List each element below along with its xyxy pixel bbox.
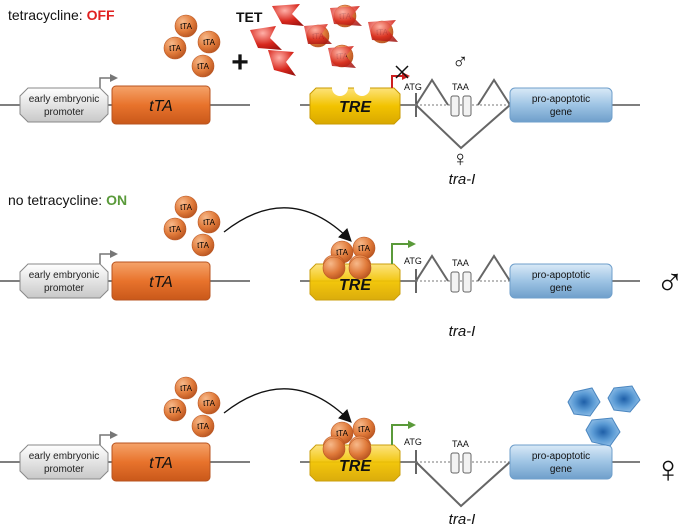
effector-gene-box xyxy=(509,87,613,123)
tet-label: TET xyxy=(236,9,263,25)
svg-text:tTA: tTA xyxy=(336,429,349,438)
svg-text:tTA: tTA xyxy=(149,274,173,291)
promoter-label-1: early embryonic xyxy=(29,94,100,105)
female-splice xyxy=(415,104,511,150)
svg-text:tTA: tTA xyxy=(180,203,193,212)
svg-text:tTA: tTA xyxy=(149,455,173,472)
pro-apoptotic-proteins xyxy=(567,385,641,447)
tta-tet-complex: tTA tTA tTA tTA xyxy=(304,4,398,68)
tta-protein-cluster: tTA tTA tTA tTA xyxy=(163,376,221,438)
svg-text:TAA: TAA xyxy=(452,258,469,268)
tta-gene-box xyxy=(111,261,211,301)
svg-text:tTA: tTA xyxy=(197,422,210,431)
svg-text:TRE: TRE xyxy=(339,277,372,294)
svg-text:early embryonic: early embryonic xyxy=(29,270,100,281)
effector-label-1: pro-apoptotic xyxy=(532,94,590,105)
panel-on-female: early embryonic promoter tTA tTA tTA tTA… xyxy=(0,376,683,528)
blocked-transcription-arrow xyxy=(391,75,404,88)
tta-protein-cluster: tTA tTA tTA tTA xyxy=(163,14,221,78)
tta-protein-cluster: tTA tTA tTA tTA xyxy=(163,195,221,257)
tre-label: TRE xyxy=(339,99,372,116)
promoter-arrow xyxy=(99,77,112,88)
svg-text:tTA: tTA xyxy=(197,62,210,71)
condition-label: tetracycline: OFF xyxy=(8,7,115,23)
female-splice xyxy=(415,461,511,508)
svg-text:pro-apoptotic: pro-apoptotic xyxy=(532,451,590,462)
binding-arrow xyxy=(223,388,352,423)
svg-text:tTA: tTA xyxy=(203,38,216,47)
svg-text:tra-I: tra-I xyxy=(449,323,476,340)
svg-text:gene: gene xyxy=(550,283,573,294)
svg-text:tTA: tTA xyxy=(358,244,371,253)
block-cross xyxy=(395,65,409,79)
female-symbol: ♀ xyxy=(452,146,469,171)
svg-text:tra-I: tra-I xyxy=(449,511,476,528)
svg-text:TRE: TRE xyxy=(339,458,372,475)
tre-box xyxy=(309,87,401,125)
tta-gene-box xyxy=(111,442,211,482)
locus-label: tra-I xyxy=(449,171,476,188)
promoter-label-2: promoter xyxy=(44,107,85,118)
male-splice-1 xyxy=(415,78,449,106)
svg-text:tTA: tTA xyxy=(197,241,210,250)
promoter-box xyxy=(19,263,109,299)
svg-text:tTA: tTA xyxy=(169,406,182,415)
svg-text:tTA: tTA xyxy=(169,225,182,234)
effector-gene-box xyxy=(509,263,613,299)
binding-arrow xyxy=(223,207,352,242)
svg-text:tTA: tTA xyxy=(203,218,216,227)
svg-text:pro-apoptotic: pro-apoptotic xyxy=(532,270,590,281)
svg-text:early embryonic: early embryonic xyxy=(29,451,100,462)
plus-sign: + xyxy=(231,46,249,79)
svg-text:tTA: tTA xyxy=(180,22,193,31)
active-transcription-arrow xyxy=(391,243,410,264)
outcome-female-symbol: ♀ xyxy=(654,449,683,491)
outcome-male-symbol: ♂ xyxy=(656,262,685,304)
taa-label: TAA xyxy=(452,82,469,92)
svg-text:gene: gene xyxy=(550,464,573,475)
active-transcription-arrow xyxy=(391,424,410,445)
svg-text:tTA: tTA xyxy=(169,44,182,53)
svg-text:ATG: ATG xyxy=(404,256,422,266)
svg-text:promoter: promoter xyxy=(44,464,85,475)
taa-exon-b xyxy=(462,95,472,117)
male-symbol: ♂ xyxy=(452,49,469,74)
svg-text:TAA: TAA xyxy=(452,439,469,449)
atg-label: ATG xyxy=(404,82,422,92)
svg-text:tTA: tTA xyxy=(203,399,216,408)
tetracycline-molecules xyxy=(250,4,304,76)
effector-label-2: gene xyxy=(550,107,573,118)
svg-text:tTA: tTA xyxy=(180,384,193,393)
panel-off: tetracycline: OFF early embryonic promot… xyxy=(0,4,640,188)
svg-text:ATG: ATG xyxy=(404,437,422,447)
condition-label: no tetracycline: ON xyxy=(8,192,127,208)
taa-exon-a xyxy=(450,95,460,117)
panel-on-male: no tetracycline: ON early embryonic prom… xyxy=(0,192,684,340)
promoter-box xyxy=(19,444,109,480)
promoter-box xyxy=(19,87,109,123)
tta-gene-box xyxy=(111,85,211,125)
effector-gene-box xyxy=(509,444,613,480)
svg-text:promoter: promoter xyxy=(44,283,85,294)
svg-text:tTA: tTA xyxy=(336,248,349,257)
svg-text:tTA: tTA xyxy=(358,425,371,434)
tta-gene-label: tTA xyxy=(149,98,173,115)
male-splice-2 xyxy=(477,78,511,106)
